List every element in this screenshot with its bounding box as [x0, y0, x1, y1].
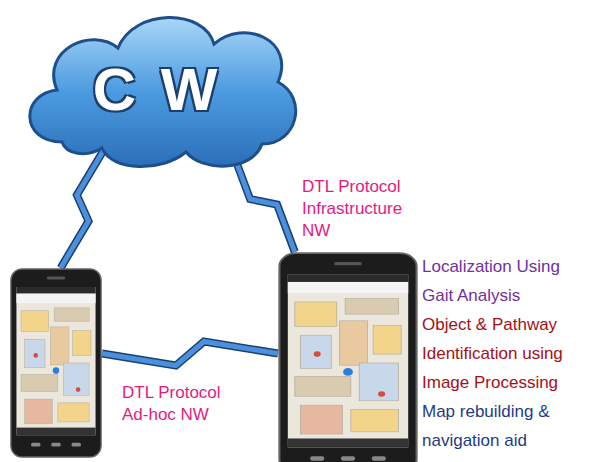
link-line [232, 152, 294, 252]
feature-list: Localization Using Gait AnalysisObject &… [422, 252, 588, 455]
link-line [102, 342, 278, 366]
feature-text: Object & Pathway Identification using Im… [422, 310, 588, 397]
link-outline [102, 342, 278, 366]
link-line [61, 148, 105, 268]
protocol-label: DTL Protocol Infrastructure NW [302, 176, 424, 242]
link-outline [61, 148, 105, 268]
lightning-link [232, 152, 294, 252]
cloud-node: C W [12, 2, 302, 172]
phone-shape [10, 268, 102, 458]
lightning-link [102, 342, 278, 366]
phone-node [10, 268, 102, 458]
lightning-link [61, 148, 105, 268]
cloud-label: C W [12, 60, 302, 120]
link-outline [232, 152, 294, 252]
protocol-label: DTL Protocol Ad-hoc NW [122, 382, 244, 426]
phone-shape [278, 252, 418, 462]
feature-text: Localization Using Gait Analysis [422, 252, 588, 310]
feature-text: Map rebuilding & navigation aid [422, 397, 588, 455]
phone-node: Localization Using Gait AnalysisObject &… [278, 252, 418, 462]
